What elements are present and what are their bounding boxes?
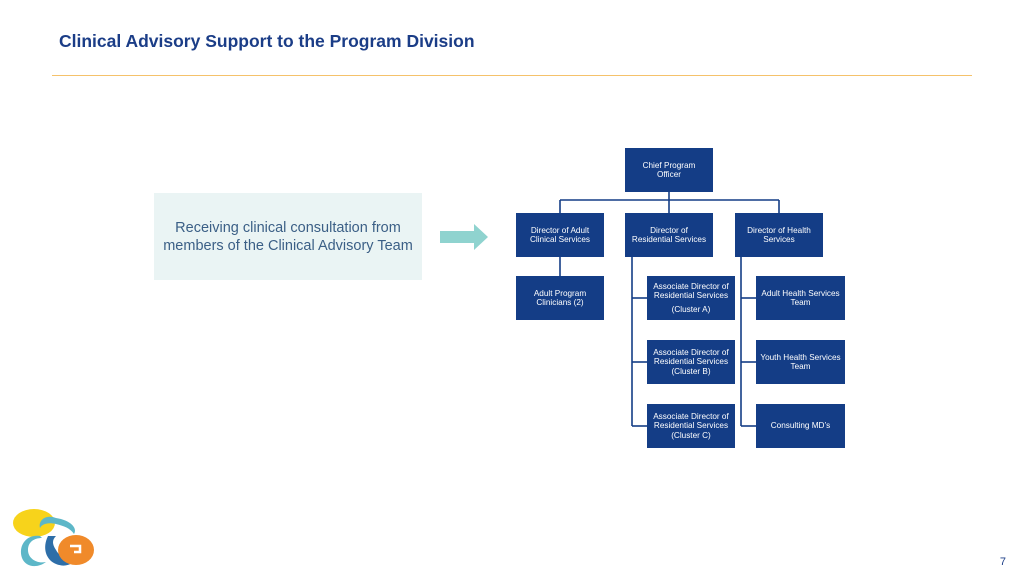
page-number: 7 bbox=[999, 556, 1006, 568]
node-line: Residential Services bbox=[631, 235, 707, 244]
node-director-residential: Director of Residential Services bbox=[625, 213, 713, 257]
title-divider bbox=[52, 75, 972, 76]
node-associate-director-cluster-c: Associate Director of Residential Servic… bbox=[647, 404, 735, 448]
node-associate-director-cluster-b: Associate Director of Residential Servic… bbox=[647, 340, 735, 384]
node-line: Services bbox=[763, 235, 795, 244]
node-line: Director of Health bbox=[747, 225, 811, 235]
node-youth-health-services-team: Youth Health Services Team bbox=[756, 340, 845, 384]
node-line: Associate Director of bbox=[653, 281, 729, 291]
callout-box: Receiving clinical consultation from mem… bbox=[154, 193, 422, 280]
node-line: Officer bbox=[657, 170, 681, 179]
organization-logo-icon bbox=[13, 509, 94, 567]
slide-title: Clinical Advisory Support to the Program… bbox=[59, 31, 475, 51]
node-adult-program-clinicians: Adult Program Clinicians (2) bbox=[516, 276, 604, 320]
node-director-health: Director of Health Services bbox=[735, 213, 823, 257]
node-line: Team bbox=[790, 298, 811, 307]
node-line: (Cluster A) bbox=[671, 304, 711, 314]
node-line: Consulting MD’s bbox=[770, 421, 831, 431]
right-arrow-icon bbox=[440, 224, 488, 250]
node-line: Youth Health Services bbox=[760, 352, 841, 362]
node-consulting-mds: Consulting MD’s bbox=[756, 404, 845, 448]
node-line: Adult Program bbox=[533, 288, 587, 298]
node-line: Clinicians (2) bbox=[536, 298, 584, 307]
node-line: Residential Services bbox=[653, 291, 729, 301]
node-line: Associate Director of bbox=[653, 347, 729, 357]
node-associate-director-cluster-a: Associate Director of Residential Servic… bbox=[647, 276, 735, 320]
node-line: (Cluster C) bbox=[671, 430, 711, 440]
node-line: Chief Program bbox=[642, 160, 696, 170]
callout-text: Receiving clinical consultation from mem… bbox=[163, 219, 413, 254]
node-line: Director of bbox=[650, 225, 688, 235]
node-line: (Cluster B) bbox=[671, 366, 711, 376]
node-line: Associate Director of bbox=[653, 411, 729, 421]
node-adult-health-services-team: Adult Health Services Team bbox=[756, 276, 845, 320]
node-line: Director of Adult bbox=[530, 225, 590, 235]
node-chief-program-officer: Chief Program Officer bbox=[625, 148, 713, 192]
node-line: Residential Services bbox=[653, 421, 729, 431]
node-line: Adult Health Services bbox=[761, 288, 840, 298]
node-line: Clinical Services bbox=[529, 235, 591, 244]
node-line: Team bbox=[790, 362, 811, 371]
node-director-adult-clinical: Director of Adult Clinical Services bbox=[516, 213, 604, 257]
node-line: Residential Services bbox=[653, 357, 729, 367]
